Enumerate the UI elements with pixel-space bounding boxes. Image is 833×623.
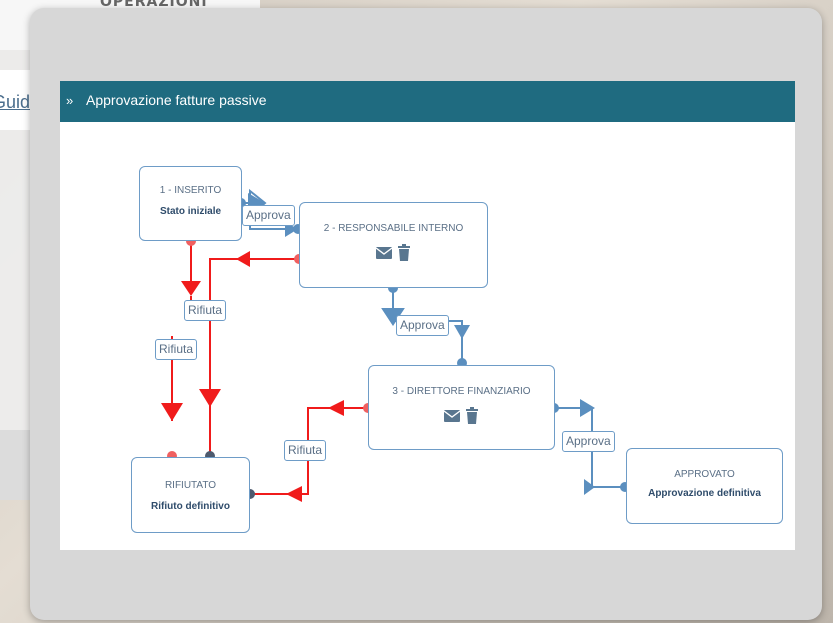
- state-node-inserito[interactable]: 1 - INSERITO Stato iniziale: [139, 166, 242, 241]
- state-action-icons: [443, 407, 478, 424]
- envelope-icon[interactable]: [443, 410, 460, 422]
- state-name: APPROVATO: [674, 469, 735, 480]
- background-link[interactable]: Guid: [0, 92, 31, 112]
- state-name: 2 - RESPONSABILE INTERNO: [323, 223, 464, 234]
- background-heading: OPERAZIONI: [100, 0, 208, 10]
- transition-label-approve[interactable]: Approva: [242, 205, 295, 226]
- state-name: RIFIUTATO: [164, 480, 217, 491]
- state-name: 3 - DIRETTORE FINANZIARIO: [392, 386, 531, 397]
- state-action-icons: [375, 244, 410, 261]
- trash-icon[interactable]: [465, 407, 478, 424]
- state-node-rifiutato[interactable]: RIFIUTATO Rifiuto definitivo: [131, 457, 250, 533]
- transition-label-reject[interactable]: Rifiuta: [184, 300, 227, 321]
- transition-label-reject[interactable]: Rifiuta: [155, 339, 198, 360]
- state-node-approvato[interactable]: APPROVATO Approvazione definitiva: [626, 448, 783, 524]
- workflow-panel: » Approvazione fatture passive: [60, 81, 795, 550]
- envelope-icon[interactable]: [375, 247, 392, 259]
- chevron-right-icon[interactable]: »: [66, 93, 74, 108]
- state-actions: [369, 407, 554, 430]
- state-description: Rifiuto definitivo: [151, 501, 230, 512]
- trash-icon[interactable]: [397, 244, 410, 261]
- state-description: Stato iniziale: [159, 206, 222, 217]
- edge-reject-2: [199, 251, 304, 461]
- state-description: Approvazione definitiva: [648, 488, 761, 499]
- transition-label-approve[interactable]: Approva: [562, 431, 615, 452]
- workflow-header: » Approvazione fatture passive: [60, 81, 795, 122]
- transition-label-approve[interactable]: Approva: [396, 315, 449, 336]
- state-actions: [300, 244, 487, 267]
- workflow-title: Approvazione fatture passive: [86, 92, 267, 108]
- transition-label-reject[interactable]: Rifiuta: [284, 440, 327, 461]
- state-node-direttore-finanziario[interactable]: 3 - DIRETTORE FINANZIARIO: [368, 365, 555, 450]
- state-name: 1 - INSERITO: [159, 185, 222, 196]
- state-node-responsabile-interno[interactable]: 2 - RESPONSABILE INTERNO: [299, 202, 488, 288]
